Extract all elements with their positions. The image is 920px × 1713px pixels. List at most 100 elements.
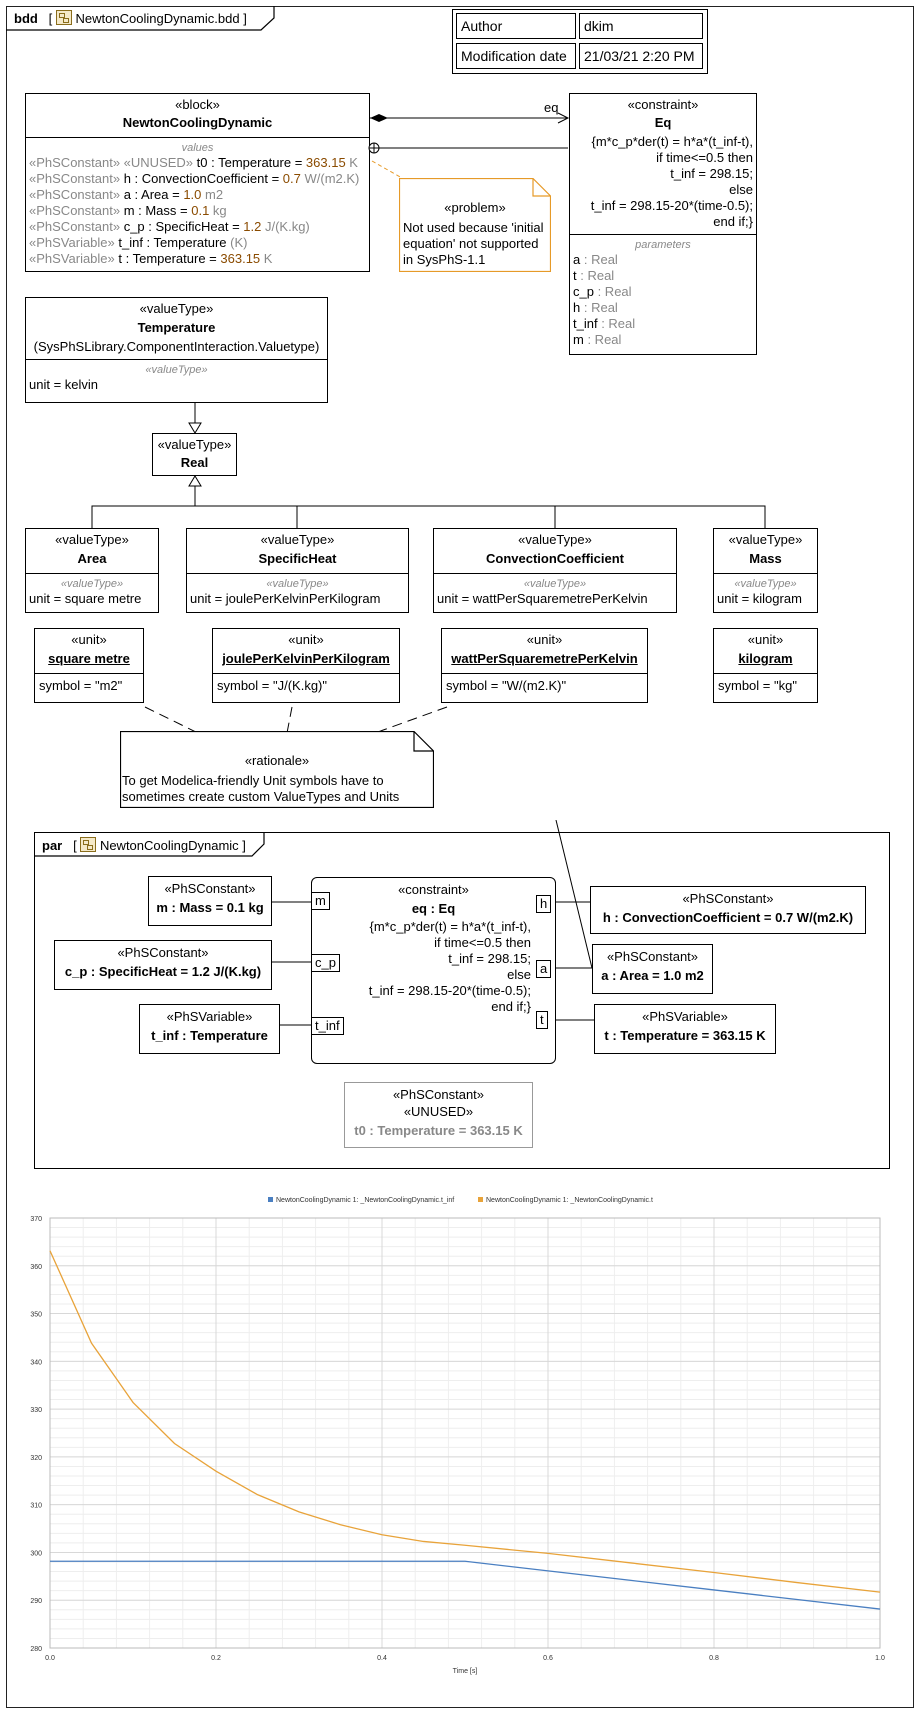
block-value-property[interactable]: «PhSConstant» c_p : SpecificHeat = 1.2 J… bbox=[29, 219, 369, 235]
text-line: else bbox=[729, 182, 753, 197]
y-tick-label: 280 bbox=[30, 1646, 42, 1653]
valuetype-area[interactable]: «valueType» Area «valueType» unit = squa… bbox=[25, 528, 159, 613]
text-line: {m*c_p*der(t) = h*a*(t_inf-t), bbox=[369, 919, 531, 934]
port-c-p[interactable]: c_p bbox=[311, 954, 340, 972]
plot-area bbox=[49, 1217, 881, 1649]
unit-sqm-name: square metre bbox=[48, 651, 130, 666]
y-tick-label: 310 bbox=[30, 1503, 42, 1510]
text-line: else bbox=[507, 967, 531, 982]
part-h-stereotype: «PhSConstant» bbox=[682, 891, 774, 906]
block-value-property[interactable]: «PhSConstant» a : Area = 1.0 m2 bbox=[29, 187, 369, 203]
port-a[interactable]: a bbox=[536, 960, 552, 978]
port-h[interactable]: h bbox=[536, 895, 552, 913]
block-value-property[interactable]: «PhSConstant» h : ConvectionCoefficient … bbox=[29, 171, 369, 187]
value-part-unit: (K) bbox=[226, 235, 248, 250]
par-frame-tab bbox=[34, 832, 265, 857]
rationale-stereotype: «rationale» bbox=[244, 753, 310, 768]
part-t-stereotype: «PhSVariable» bbox=[642, 1009, 728, 1024]
y-tick-label: 360 bbox=[30, 1264, 42, 1271]
constraint-parameter[interactable]: h : Real bbox=[573, 300, 756, 316]
value-part-st: «PhSVariable» bbox=[29, 235, 119, 250]
constraint-block-eq[interactable]: «constraint» Eq {m*c_p*der(t) = h*a*(t_i… bbox=[569, 93, 757, 355]
constraint-parameter[interactable]: t : Real bbox=[573, 268, 756, 284]
block-name: NewtonCoolingDynamic bbox=[122, 115, 273, 130]
value-part-nm: h : ConvectionCoefficient = bbox=[123, 171, 283, 186]
unit-kg-symbol: symbol = "kg" bbox=[718, 678, 797, 693]
valuetype-mass[interactable]: «valueType» Mass «valueType» unit = kilo… bbox=[713, 528, 818, 613]
series-line-t-inf[interactable] bbox=[50, 1560, 881, 1610]
author-value-cell[interactable]: dkim bbox=[579, 13, 703, 39]
moddate-value-cell[interactable]: 21/03/21 2:20 PM bbox=[579, 43, 703, 69]
block-newtoncoolingdynamic[interactable]: «block» NewtonCoolingDynamic values «PhS… bbox=[25, 93, 370, 272]
diagram-icon bbox=[80, 837, 97, 852]
part-cp-label: c_p : SpecificHeat = 1.2 J/(K.kg) bbox=[64, 964, 262, 979]
constraint-parameter[interactable]: t_inf : Real bbox=[573, 316, 756, 332]
constraint-name: Eq bbox=[654, 115, 672, 130]
y-tick-label: 350 bbox=[30, 1312, 42, 1319]
bdd-frame-name[interactable]: NewtonCoolingDynamic.bdd bbox=[75, 11, 240, 26]
value-part-val: 363.15 bbox=[305, 155, 346, 170]
par-frame-name[interactable]: NewtonCoolingDynamic bbox=[99, 838, 239, 853]
part-h[interactable]: «PhSConstant» h : ConvectionCoefficient … bbox=[590, 886, 866, 934]
unit-kilogram[interactable]: «unit» kilogram symbol = "kg" bbox=[713, 628, 818, 703]
constraint-parameter[interactable]: a : Real bbox=[573, 252, 756, 268]
block-stereotype: «block» bbox=[175, 97, 220, 112]
text-line: t_inf = 298.15-20*(time-0.5); bbox=[368, 983, 531, 998]
part-tinf-stereotype: «PhSVariable» bbox=[166, 1009, 253, 1024]
port-m[interactable]: m bbox=[311, 892, 330, 910]
specificheat-stereotype: «valueType» bbox=[260, 532, 335, 547]
port-t-inf[interactable]: t_inf bbox=[311, 1017, 344, 1035]
moddate-label-cell: Modification date bbox=[456, 43, 576, 69]
mass-unit: unit = kilogram bbox=[717, 591, 802, 606]
x-tick-label: 0.0 bbox=[45, 1655, 55, 1662]
unit-jouleperkelvinperkilogram[interactable]: «unit» joulePerKelvinPerKilogram symbol … bbox=[212, 628, 400, 703]
constraint-stereotype: «constraint» bbox=[627, 97, 699, 112]
part-t[interactable]: «PhSVariable» t : Temperature = 363.15 K bbox=[594, 1004, 776, 1054]
part-t0-unused[interactable]: «PhSConstant» «UNUSED» t0 : Temperature … bbox=[344, 1082, 533, 1148]
text-line: in SysPhS-1.1 bbox=[403, 252, 486, 267]
values-compartment-label: values bbox=[181, 142, 214, 154]
area-compartment: «valueType» bbox=[60, 578, 124, 590]
part-m[interactable]: «PhSConstant» m : Mass = 0.1 kg bbox=[148, 876, 272, 926]
part-t-inf[interactable]: «PhSVariable» t_inf : Temperature bbox=[139, 1004, 280, 1054]
param-name: t_inf bbox=[573, 316, 598, 331]
y-tick-label: 290 bbox=[30, 1598, 42, 1605]
param-name: m bbox=[573, 332, 584, 347]
unit-kg-name: kilogram bbox=[738, 651, 793, 666]
legend-entry[interactable]: NewtonCoolingDynamic 1: _NewtonCoolingDy… bbox=[276, 1197, 454, 1204]
part-c-p[interactable]: «PhSConstant» c_p : SpecificHeat = 1.2 J… bbox=[54, 940, 272, 990]
part-a[interactable]: «PhSConstant» a : Area = 1.0 m2 bbox=[592, 944, 713, 994]
unit-square-metre[interactable]: «unit» square metre symbol = "m2" bbox=[34, 628, 144, 703]
unit-wattpersquaremetreperkelvin[interactable]: «unit» wattPerSquaremetrePerKelvin symbo… bbox=[441, 628, 648, 703]
rationale-note[interactable]: «rationale» To get Modelica-friendly Uni… bbox=[120, 731, 434, 808]
block-value-property[interactable]: «PhSVariable» t_inf : Temperature (K) bbox=[29, 235, 369, 251]
area-stereotype: «valueType» bbox=[55, 532, 129, 547]
valuetype-convectioncoefficient[interactable]: «valueType» ConvectionCoefficient «value… bbox=[433, 528, 677, 613]
rationale-note-shape bbox=[120, 731, 434, 808]
real-stereotype: «valueType» bbox=[157, 437, 232, 452]
series-line-t[interactable] bbox=[49, 1250, 881, 1593]
value-part-val: 0.7 bbox=[282, 171, 301, 186]
rationale-text: To get Modelica-friendly Unit symbols ha… bbox=[122, 773, 399, 805]
x-tick-label: 0.6 bbox=[543, 1655, 553, 1662]
block-value-property[interactable]: «PhSConstant» «UNUSED» t0 : Temperature … bbox=[29, 155, 369, 171]
author-table: Author dkim Modification date 21/03/21 2… bbox=[452, 9, 708, 74]
valuetype-temperature[interactable]: «valueType» Temperature (SysPhSLibrary.C… bbox=[25, 297, 328, 403]
block-value-property[interactable]: «PhSVariable» t : Temperature = 363.15 K bbox=[29, 251, 369, 267]
constraint-parameter[interactable]: m : Real bbox=[573, 332, 756, 348]
legend-swatch bbox=[478, 1197, 483, 1202]
port-t[interactable]: t bbox=[536, 1011, 548, 1029]
param-name: t bbox=[573, 268, 577, 283]
mass-name: Mass bbox=[749, 551, 782, 566]
author-label: Author bbox=[461, 18, 503, 34]
block-value-property[interactable]: «PhSConstant» m : Mass = 0.1 kg bbox=[29, 203, 369, 219]
legend-entry[interactable]: NewtonCoolingDynamic 1: _NewtonCoolingDy… bbox=[486, 1197, 653, 1204]
valuetype-specificheat[interactable]: «valueType» SpecificHeat «valueType» uni… bbox=[186, 528, 409, 613]
valuetype-real[interactable]: «valueType» Real bbox=[152, 433, 237, 476]
unit-jpkk-stereotype: «unit» bbox=[288, 632, 324, 647]
constraint-parameter[interactable]: c_p : Real bbox=[573, 284, 756, 300]
value-part-nm: t0 : Temperature = bbox=[196, 155, 306, 170]
constraint-property-eq[interactable]: «constraint» eq : Eq {m*c_p*der(t) = h*a… bbox=[311, 877, 556, 1064]
